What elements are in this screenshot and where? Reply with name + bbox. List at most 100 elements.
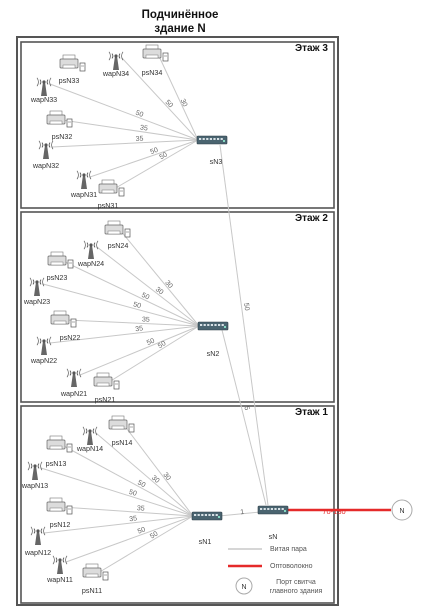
link-wapN32-sN3 bbox=[51, 139, 199, 148]
sN1-icon bbox=[191, 511, 223, 521]
device-label-psN23: psN23 bbox=[47, 273, 68, 282]
link-wapN21-sN2 bbox=[79, 325, 200, 376]
link-psN34-sN3 bbox=[157, 53, 199, 141]
link-label-psN23: 50 bbox=[140, 292, 150, 302]
psN21-icon bbox=[93, 372, 120, 390]
main-port-symbol: N bbox=[399, 508, 404, 515]
wapN33-icon bbox=[36, 77, 52, 96]
link-wapN22-sN2 bbox=[49, 325, 200, 344]
device-label-sN1: sN1 bbox=[199, 537, 212, 546]
link-label-wapN12: 35 bbox=[129, 515, 138, 523]
sN3-icon bbox=[196, 135, 228, 145]
device-label-wapN21: wapN21 bbox=[60, 389, 87, 398]
wapN24-icon bbox=[83, 240, 99, 259]
link-label-wapN11: 50 bbox=[137, 526, 147, 535]
device-label-psN34: psN34 bbox=[142, 68, 163, 77]
link-label-wapN34: 50 bbox=[163, 99, 173, 110]
wapN21-icon bbox=[66, 368, 82, 387]
fiber-label: 70-130 bbox=[322, 507, 345, 516]
legend-main-port-circle bbox=[235, 577, 253, 595]
link-wapN34-sN3 bbox=[121, 57, 199, 141]
uplink-sN2-sN bbox=[221, 329, 267, 506]
device-label-wapN33: wapN33 bbox=[30, 95, 57, 104]
wapN14-icon bbox=[82, 426, 98, 445]
wapN12-icon bbox=[30, 526, 46, 545]
link-psN22-sN2 bbox=[65, 319, 200, 327]
sN-icon bbox=[257, 505, 289, 515]
link-label-wapN21: 50 bbox=[146, 337, 156, 346]
device-label-wapN11: wapN11 bbox=[46, 575, 73, 584]
link-label-wapN22: 35 bbox=[135, 325, 144, 333]
wapN32-icon bbox=[38, 140, 54, 159]
device-label-wapN31: wapN31 bbox=[70, 190, 97, 199]
psN13-icon bbox=[46, 435, 73, 453]
device-label-psN22: psN22 bbox=[60, 333, 81, 342]
link-label-psN34: 30 bbox=[179, 98, 189, 108]
link-wapN31-sN3 bbox=[89, 139, 199, 178]
uplink-label-sN1: 1 bbox=[240, 509, 245, 516]
psN34-icon bbox=[142, 44, 169, 62]
link-label-psN11: 50 bbox=[149, 530, 159, 540]
wapN23-icon bbox=[29, 277, 45, 296]
device-label-psN24: psN24 bbox=[108, 241, 129, 250]
device-label-psN14: psN14 bbox=[112, 438, 133, 447]
title-line-1: Подчинённое bbox=[141, 9, 219, 21]
sN2-icon bbox=[197, 321, 229, 331]
link-wapN12-sN1 bbox=[43, 515, 194, 534]
link-label-psN24: 30 bbox=[163, 279, 173, 290]
link-label-psN13: 50 bbox=[136, 479, 146, 489]
device-label-wapN13: wapN13 bbox=[21, 481, 48, 490]
link-label-psN21: 50 bbox=[157, 340, 167, 350]
device-label-sN: sN bbox=[269, 532, 278, 541]
link-wapN13-sN1 bbox=[40, 467, 194, 517]
link-psN23-sN2 bbox=[62, 260, 200, 327]
device-label-wapN22: wapN22 bbox=[30, 356, 57, 365]
link-label-psN12: 35 bbox=[137, 505, 145, 513]
psN31-icon bbox=[98, 179, 125, 197]
wapN31-icon bbox=[76, 170, 92, 189]
device-label-wapN14: wapN14 bbox=[76, 444, 103, 453]
link-wapN14-sN1 bbox=[95, 432, 194, 517]
link-label-psN14: 30 bbox=[161, 471, 171, 482]
floor-frame-1 bbox=[20, 405, 335, 604]
psN24-icon bbox=[104, 220, 131, 238]
link-label-wapN31: 50 bbox=[149, 147, 159, 156]
legend-main-port-symbol: N bbox=[241, 584, 246, 591]
diagram-title: Подчинённое здание N bbox=[100, 8, 260, 36]
psN11-icon bbox=[82, 563, 109, 581]
legend-fiber-label: Оптоволокно bbox=[270, 563, 313, 570]
wapN34-icon bbox=[108, 51, 124, 70]
link-psN31-sN3 bbox=[113, 139, 199, 190]
link-label-wapN23: 50 bbox=[132, 301, 141, 310]
uplink-label-sN2: 5 bbox=[242, 406, 250, 412]
link-wapN24-sN2 bbox=[96, 246, 200, 327]
main-building-port: N bbox=[391, 499, 413, 521]
legend-main-port-line1: Порт свитча bbox=[276, 579, 316, 586]
psN32-icon bbox=[46, 110, 73, 128]
link-label-wapN33: 50 bbox=[134, 110, 144, 119]
building-frame bbox=[16, 36, 339, 606]
link-psN21-sN2 bbox=[108, 325, 200, 383]
wapN13-icon bbox=[27, 461, 43, 480]
wapN22-icon bbox=[36, 336, 52, 355]
psN12-icon bbox=[46, 497, 73, 515]
device-label-psN31: psN31 bbox=[98, 201, 119, 210]
floor-label-3: Этаж 3 bbox=[295, 43, 328, 54]
uplink-label-sN3: 50 bbox=[242, 302, 250, 311]
link-psN12-sN1 bbox=[61, 506, 194, 517]
psN22-icon bbox=[50, 310, 77, 328]
link-psN14-sN1 bbox=[123, 424, 194, 517]
link-wapN23-sN2 bbox=[42, 283, 200, 327]
device-label-wapN23: wapN23 bbox=[23, 297, 50, 306]
uplink-sN3-sN bbox=[219, 144, 269, 506]
floor-label-1: Этаж 1 bbox=[295, 407, 328, 418]
floor-label-2: Этаж 2 bbox=[295, 213, 328, 224]
device-label-psN12: psN12 bbox=[50, 520, 71, 529]
link-wapN11-sN1 bbox=[65, 515, 194, 563]
floor-frame-2 bbox=[20, 211, 335, 403]
wapN11-icon bbox=[52, 555, 68, 574]
link-label-psN32: 35 bbox=[139, 124, 148, 132]
link-psN11-sN1 bbox=[97, 515, 194, 574]
link-wapN33-sN3 bbox=[49, 83, 199, 141]
